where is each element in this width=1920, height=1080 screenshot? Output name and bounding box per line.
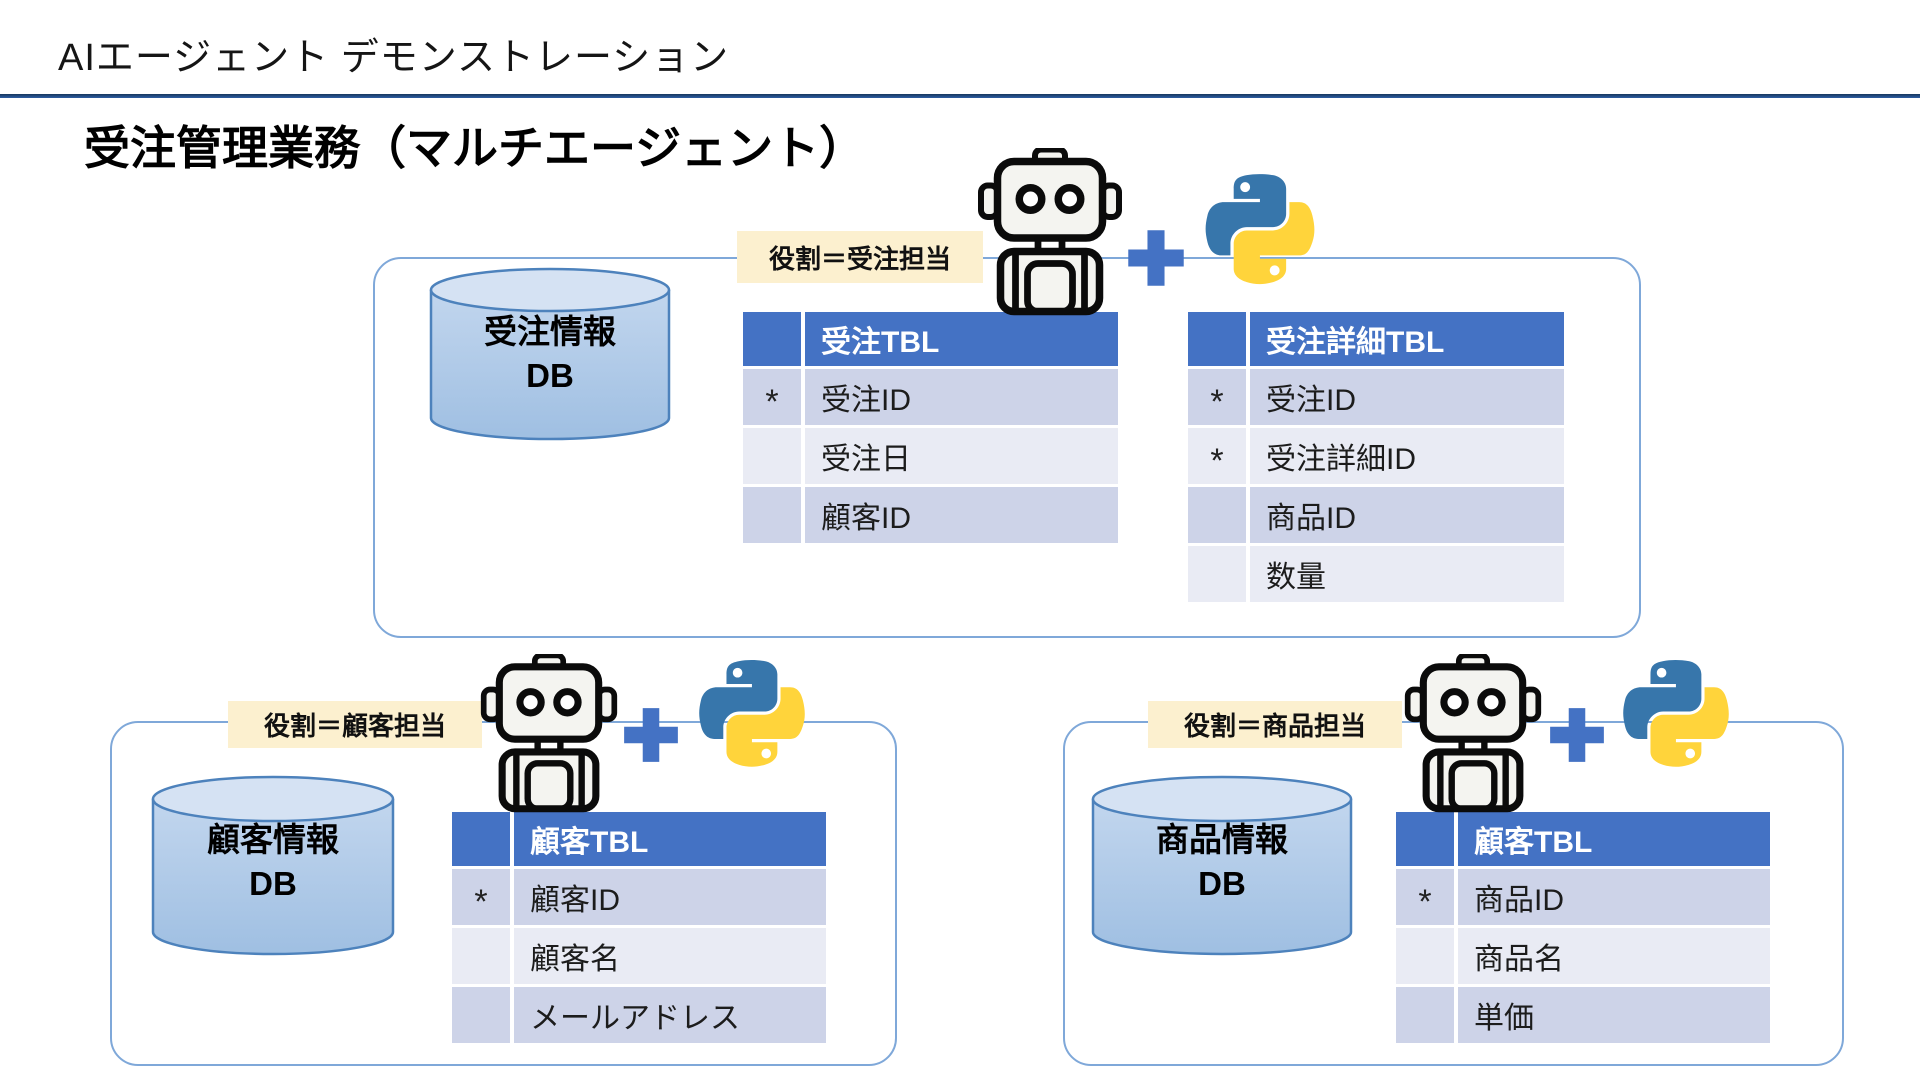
table-row: * 受注ID bbox=[743, 369, 1118, 425]
table-row: 商品名 bbox=[1396, 928, 1770, 984]
table-row: 顧客名 bbox=[452, 928, 826, 984]
table-row: 単価 bbox=[1396, 987, 1770, 1043]
table-customer-tbl: 顧客TBL * 顧客ID 顧客名 メールアドレス bbox=[452, 812, 826, 1043]
db-label-line1: 顧客情報 bbox=[207, 821, 339, 858]
table-header-row: 顧客TBL bbox=[452, 812, 826, 866]
table-header-row: 受注詳細TBL bbox=[1188, 312, 1564, 366]
robot-icon bbox=[975, 146, 1125, 316]
pk-marker: * bbox=[452, 869, 510, 925]
db-label-line2: DB bbox=[1198, 864, 1246, 902]
field-name: 商品ID bbox=[1250, 487, 1564, 543]
table-row: 数量 bbox=[1188, 546, 1564, 602]
table-order-detail-tbl: 受注詳細TBL * 受注ID * 受注詳細ID 商品ID 数量 bbox=[1188, 312, 1564, 602]
field-name: 受注日 bbox=[805, 428, 1118, 484]
field-name: 顧客ID bbox=[805, 487, 1118, 543]
robot-icon bbox=[478, 652, 620, 813]
plus-icon bbox=[1124, 226, 1188, 290]
pk-marker bbox=[452, 987, 510, 1043]
python-logo-icon bbox=[686, 658, 818, 790]
table-row: * 受注詳細ID bbox=[1188, 428, 1564, 484]
robot-icon bbox=[1402, 652, 1544, 813]
title-divider bbox=[0, 94, 1920, 98]
field-name: 受注ID bbox=[805, 369, 1118, 425]
pk-marker bbox=[1188, 487, 1246, 543]
table-header-row: 顧客TBL bbox=[1396, 812, 1770, 866]
db-label-line1: 受注情報 bbox=[484, 313, 616, 350]
slide-title: 受注管理業務（マルチエージェント） bbox=[84, 122, 866, 174]
pk-marker bbox=[1396, 928, 1454, 984]
table-header-key-cell bbox=[1396, 812, 1454, 866]
table-title: 受注TBL bbox=[805, 312, 1118, 366]
table-order-tbl: 受注TBL * 受注ID 受注日 顧客ID bbox=[743, 312, 1118, 543]
table-row: * 商品ID bbox=[1396, 869, 1770, 925]
field-name: 数量 bbox=[1250, 546, 1564, 602]
field-name: メールアドレス bbox=[514, 987, 826, 1043]
table-row: 受注日 bbox=[743, 428, 1118, 484]
field-name: 顧客ID bbox=[514, 869, 826, 925]
pk-marker: * bbox=[1188, 428, 1246, 484]
pk-marker bbox=[1188, 546, 1246, 602]
db-label-line2: DB bbox=[249, 864, 297, 902]
field-name: 受注詳細ID bbox=[1250, 428, 1564, 484]
table-header-key-cell bbox=[452, 812, 510, 866]
table-row: メールアドレス bbox=[452, 987, 826, 1043]
db-label-line1: 商品情報 bbox=[1156, 821, 1288, 858]
table-row: * 顧客ID bbox=[452, 869, 826, 925]
db-label-product: 商品情報 DB bbox=[1090, 774, 1354, 958]
table-header-key-cell bbox=[1188, 312, 1246, 366]
table-row: * 受注ID bbox=[1188, 369, 1564, 425]
db-label-customer: 顧客情報 DB bbox=[150, 774, 396, 958]
field-name: 商品名 bbox=[1458, 928, 1770, 984]
pk-marker bbox=[1396, 987, 1454, 1043]
role-badge-customer: 役割＝顧客担当 bbox=[228, 701, 482, 748]
role-badge-product: 役割＝商品担当 bbox=[1148, 701, 1402, 748]
pk-marker: * bbox=[743, 369, 801, 425]
table-title: 受注詳細TBL bbox=[1250, 312, 1564, 366]
table-row: 商品ID bbox=[1188, 487, 1564, 543]
python-logo-icon bbox=[1192, 172, 1328, 308]
page-title: AIエージェント デモンストレーション bbox=[58, 37, 730, 79]
pk-marker bbox=[452, 928, 510, 984]
table-title: 顧客TBL bbox=[514, 812, 826, 866]
role-badge-order: 役割＝受注担当 bbox=[737, 231, 983, 283]
python-logo-icon bbox=[1610, 658, 1742, 790]
table-header-key-cell bbox=[743, 312, 801, 366]
database-cylinder-product: 商品情報 DB bbox=[1090, 774, 1354, 958]
db-label-line2: DB bbox=[526, 356, 574, 394]
table-product-tbl: 顧客TBL * 商品ID 商品名 単価 bbox=[1396, 812, 1770, 1043]
plus-icon bbox=[1546, 704, 1608, 766]
pk-marker bbox=[743, 487, 801, 543]
database-cylinder-order: 受注情報 DB bbox=[428, 266, 672, 442]
table-header-row: 受注TBL bbox=[743, 312, 1118, 366]
field-name: 商品ID bbox=[1458, 869, 1770, 925]
pk-marker: * bbox=[1188, 369, 1246, 425]
table-row: 顧客ID bbox=[743, 487, 1118, 543]
database-cylinder-customer: 顧客情報 DB bbox=[150, 774, 396, 958]
pk-marker bbox=[743, 428, 801, 484]
field-name: 顧客名 bbox=[514, 928, 826, 984]
db-label-order: 受注情報 DB bbox=[428, 266, 672, 442]
table-title: 顧客TBL bbox=[1458, 812, 1770, 866]
pk-marker: * bbox=[1396, 869, 1454, 925]
field-name: 受注ID bbox=[1250, 369, 1564, 425]
plus-icon bbox=[620, 704, 682, 766]
field-name: 単価 bbox=[1458, 987, 1770, 1043]
